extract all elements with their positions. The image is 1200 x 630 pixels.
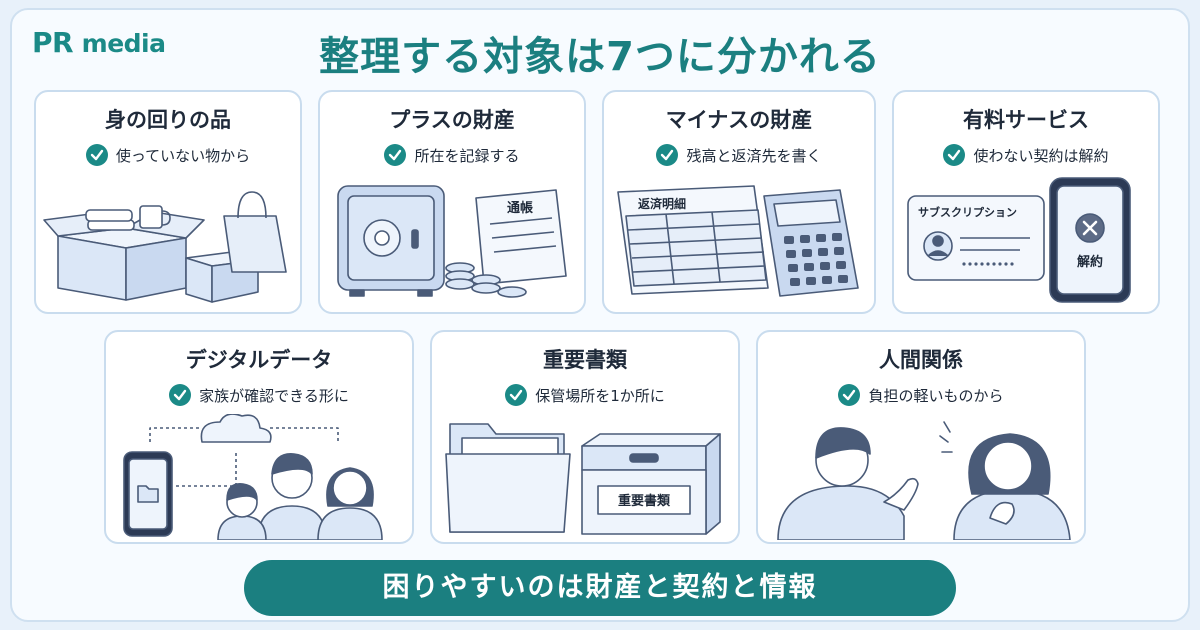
- phone-cloud-family-illustration: [123, 414, 383, 540]
- box-label: 重要書類: [618, 493, 671, 509]
- card-liabilities: マイナスの財産 残高と返済先を書く 返済明細: [602, 90, 876, 314]
- passbook-label: 通帳: [507, 200, 533, 216]
- safe-and-passbook-illustration: 通帳: [337, 185, 567, 298]
- check-icon: [943, 144, 966, 166]
- card-title: デジタルデータ: [185, 348, 333, 372]
- statement-label: 返済明細: [638, 196, 686, 211]
- boxes-and-bag-illustration: [43, 191, 287, 303]
- two-people-talking-illustration: [777, 421, 1071, 540]
- card-title: 人間関係: [879, 348, 963, 372]
- card-subtitle-text: 家族が確認できる形に: [199, 386, 349, 405]
- check-icon: [169, 384, 192, 406]
- card-subtitle: 負担の軽いものから: [758, 384, 1084, 406]
- card-title: 有料サービス: [963, 108, 1089, 132]
- logo-pr: PR: [32, 26, 74, 59]
- check-icon: [384, 144, 407, 166]
- card-subtitle: 使わない契約は解約: [894, 144, 1158, 166]
- card-subtitle-text: 保管場所を1か所に: [535, 386, 665, 405]
- card-belongings: 身の回りの品 使っていない物から: [34, 90, 302, 314]
- bottom-banner: 困りやすいのは財産と契約と情報: [244, 560, 956, 616]
- check-icon: [85, 144, 108, 166]
- card-subtitle: 所在を記録する: [320, 144, 584, 166]
- card-subtitle: 残高と返済先を書く: [604, 144, 874, 166]
- folder-and-storage-box-illustration: 重要書類: [445, 423, 721, 535]
- card-paid-services: 有料サービス 使わない契約は解約 サブスクリプション 解約: [892, 90, 1160, 314]
- card-title: 身の回りの品: [105, 108, 231, 132]
- card-title: 重要書類: [543, 348, 627, 372]
- card-subtitle: 使っていない物から: [36, 144, 300, 166]
- card-assets: プラスの財産 所在を記録する 通帳: [318, 90, 586, 314]
- card-subtitle-text: 残高と返済先を書く: [686, 146, 822, 165]
- brand-logo: PR media: [32, 26, 166, 59]
- card-title: プラスの財産: [389, 108, 515, 132]
- card-subtitle: 保管場所を1か所に: [432, 384, 738, 406]
- card-title: マイナスの財産: [665, 108, 813, 132]
- subscription-card-and-phone-illustration: サブスクリプション 解約: [907, 177, 1131, 303]
- card-subtitle-text: 使っていない物から: [115, 146, 251, 165]
- logo-media: media: [81, 29, 166, 58]
- card-digital-data: デジタルデータ 家族が確認できる形に: [104, 330, 414, 544]
- card-important-documents: 重要書類 保管場所を1か所に 重要書類: [430, 330, 740, 544]
- cancel-label: 解約: [1076, 254, 1103, 270]
- page-title: 整理する対象は7つに分かれる: [319, 34, 881, 80]
- subscription-label: サブスクリプション: [918, 205, 1017, 219]
- card-subtitle-text: 所在を記録する: [414, 146, 520, 165]
- card-subtitle-text: 使わない契約は解約: [973, 146, 1109, 165]
- card-relationships: 人間関係 負担の軽いものから: [756, 330, 1086, 544]
- check-icon: [838, 384, 861, 406]
- card-subtitle: 家族が確認できる形に: [106, 384, 412, 406]
- statement-and-calculator-illustration: 返済明細: [617, 185, 859, 297]
- card-subtitle-text: 負担の軽いものから: [868, 386, 1004, 405]
- check-icon: [656, 144, 679, 166]
- check-icon: [505, 384, 528, 406]
